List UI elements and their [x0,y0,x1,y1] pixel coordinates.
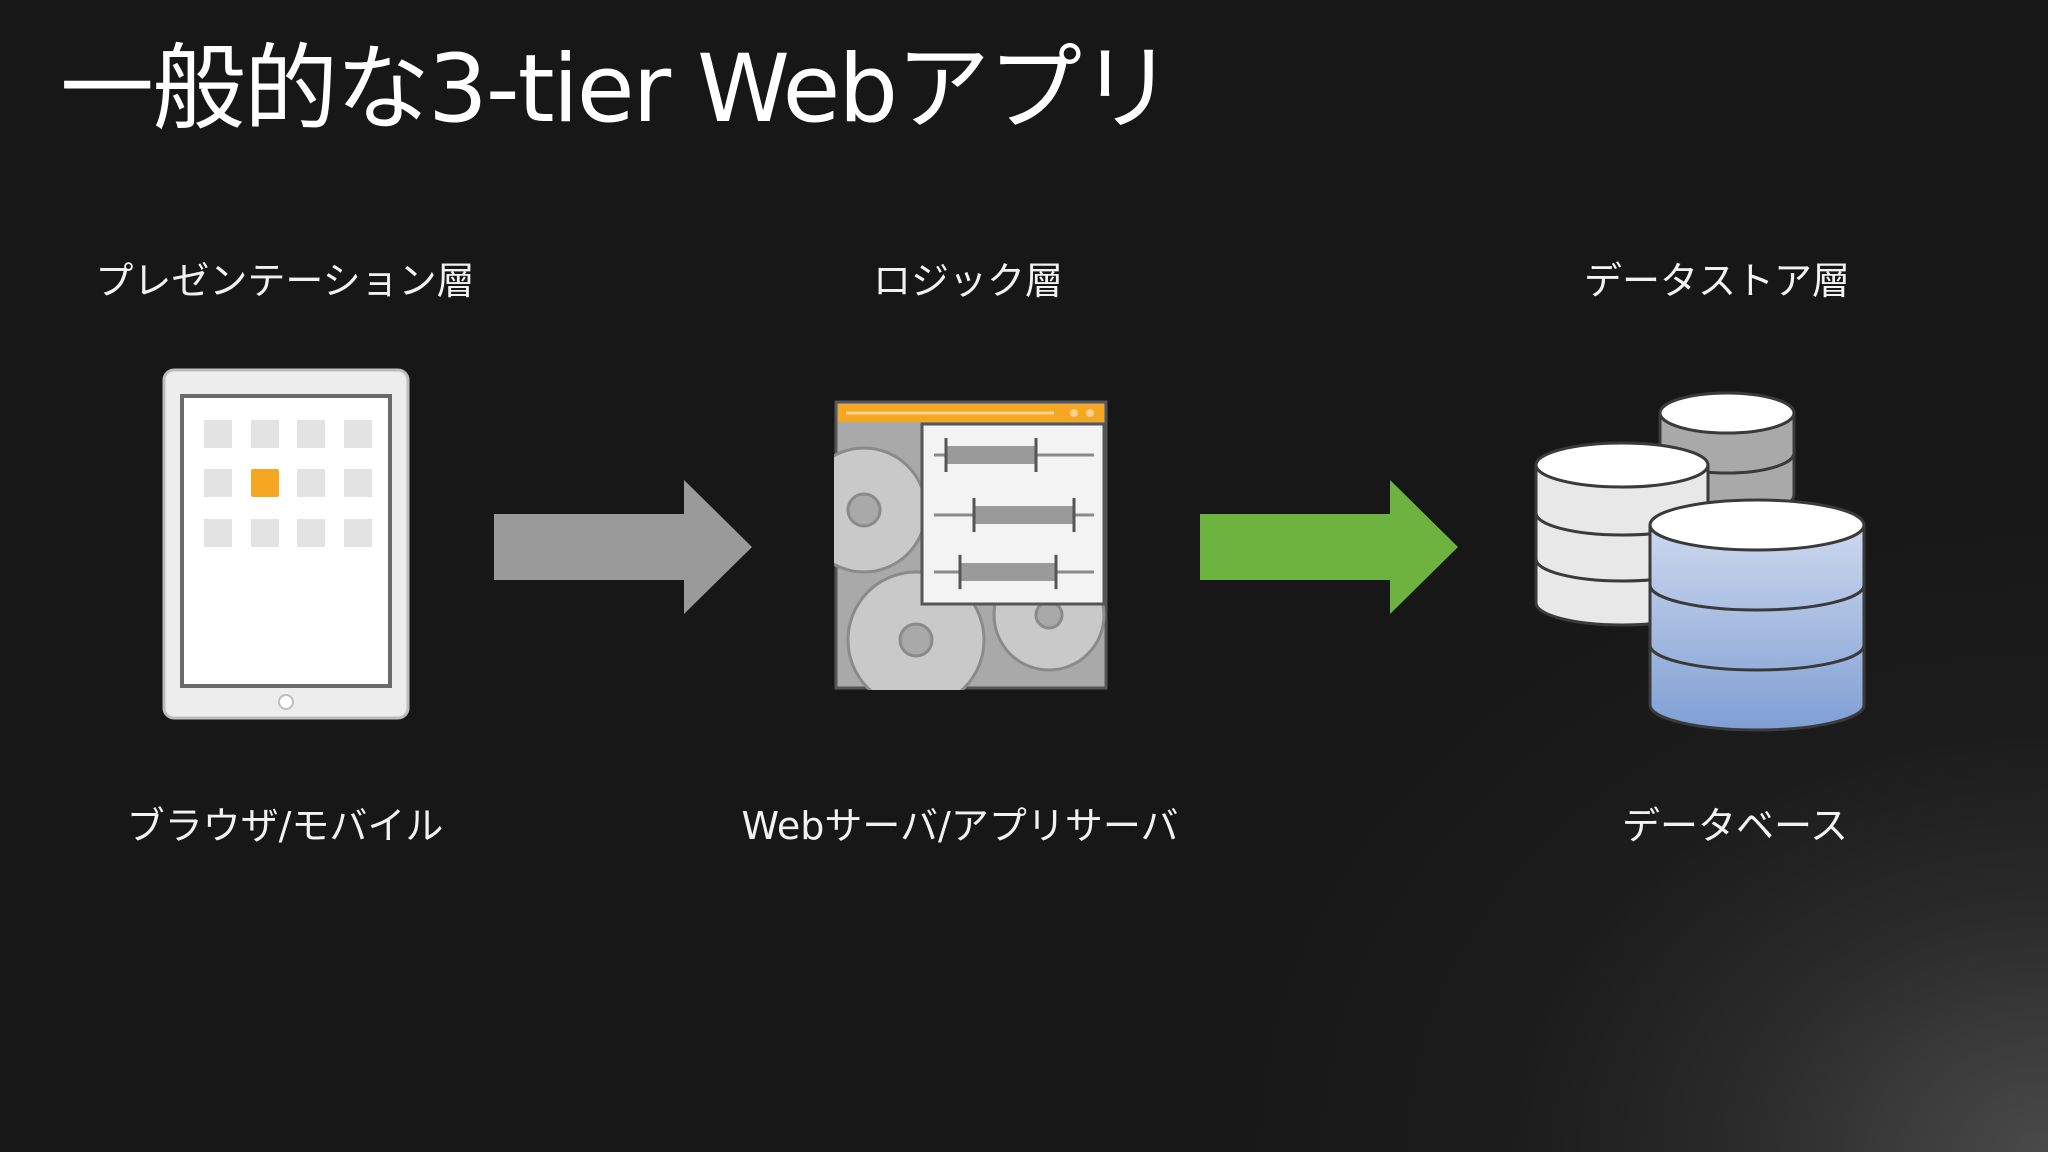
server-gears-icon [834,400,1108,690]
datastore-layer-label: データストア層 [1583,259,1851,303]
tablet-icon [162,368,410,720]
logic-layer-label: ロジック層 [872,259,1064,303]
browser-mobile-label: ブラウザ/モバイル [126,804,444,848]
database-label: データベース [1621,804,1849,848]
database-icon [1534,391,1866,732]
arrow-right-icon-green [1200,480,1458,614]
slide-title: 一般的な3-tier Webアプリ [60,35,1174,144]
web-app-server-label: Webサーバ/アプリサーバ [741,804,1179,848]
presentation-layer-label: プレゼンテーション層 [95,259,475,303]
arrow-right-icon [494,480,752,614]
